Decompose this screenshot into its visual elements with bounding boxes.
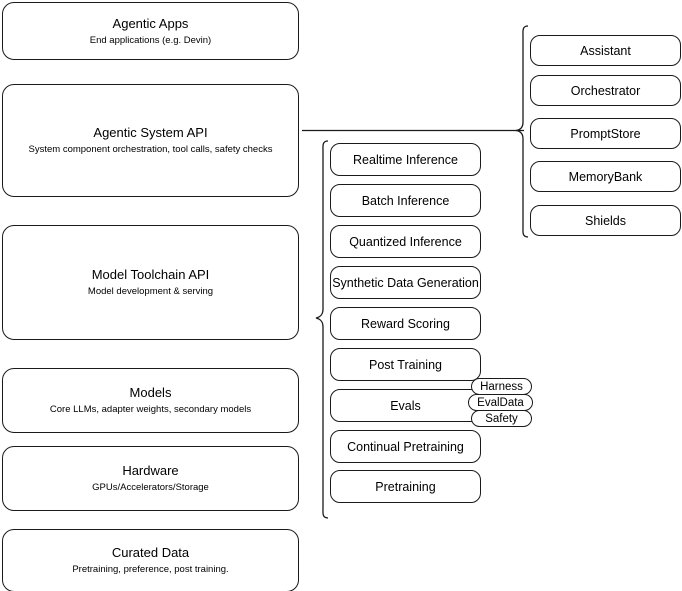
capability-label: Reward Scoring bbox=[361, 316, 450, 331]
system-component-label: PromptStore bbox=[570, 126, 641, 141]
layer-subtitle: System component orchestration, tool cal… bbox=[28, 144, 273, 155]
eval-badge-safety[interactable]: Safety bbox=[471, 410, 532, 427]
capability-label: Batch Inference bbox=[361, 193, 450, 208]
layer-title: Model Toolchain API bbox=[91, 267, 210, 282]
layer-subtitle: Model development & serving bbox=[87, 286, 214, 297]
layer-agentic-apps[interactable]: Agentic Apps End applications (e.g. Devi… bbox=[2, 2, 299, 60]
system-component-label: Assistant bbox=[580, 43, 631, 58]
system-component-assistant[interactable]: Assistant bbox=[530, 35, 681, 66]
system-component-promptstore[interactable]: PromptStore bbox=[530, 118, 681, 149]
capability-label: Post Training bbox=[369, 357, 442, 372]
layer-subtitle: Pretraining, preference, post training. bbox=[72, 564, 229, 575]
capability-label: Synthetic Data Generation bbox=[332, 275, 479, 290]
capability-realtime-inference[interactable]: Realtime Inference bbox=[330, 143, 481, 176]
layer-title: Agentic Apps bbox=[112, 15, 189, 31]
layer-title: Curated Data bbox=[111, 545, 190, 560]
capability-batch-inference[interactable]: Batch Inference bbox=[330, 184, 481, 217]
layer-models[interactable]: Models Core LLMs, adapter weights, secon… bbox=[2, 368, 299, 433]
capability-label: Pretraining bbox=[375, 479, 436, 494]
capability-evals[interactable]: Evals bbox=[330, 389, 481, 422]
layer-hardware[interactable]: Hardware GPUs/Accelerators/Storage bbox=[2, 446, 299, 511]
layer-subtitle: End applications (e.g. Devin) bbox=[89, 34, 212, 46]
capability-label: Realtime Inference bbox=[353, 152, 458, 167]
system-component-orchestrator[interactable]: Orchestrator bbox=[530, 75, 681, 106]
eval-badge-harness[interactable]: Harness bbox=[471, 378, 532, 395]
capability-label: Quantized Inference bbox=[349, 234, 462, 249]
capability-label: Continual Pretraining bbox=[347, 439, 464, 454]
layer-subtitle: Core LLMs, adapter weights, secondary mo… bbox=[49, 404, 252, 415]
layer-title: Hardware bbox=[122, 463, 179, 478]
capability-label: Evals bbox=[390, 398, 421, 413]
system-component-memorybank[interactable]: MemoryBank bbox=[530, 161, 681, 192]
eval-badge-evaldata[interactable]: EvalData bbox=[468, 394, 533, 411]
layer-curated-data[interactable]: Curated Data Pretraining, preference, po… bbox=[2, 529, 299, 591]
capability-post-training[interactable]: Post Training bbox=[330, 348, 481, 381]
capability-reward-scoring[interactable]: Reward Scoring bbox=[330, 307, 481, 340]
capability-continual-pretraining[interactable]: Continual Pretraining bbox=[330, 430, 481, 463]
system-component-label: MemoryBank bbox=[568, 169, 643, 184]
capability-pretraining[interactable]: Pretraining bbox=[330, 470, 481, 503]
layer-agentic-system-api[interactable]: Agentic System API System component orch… bbox=[2, 84, 299, 197]
layer-title: Models bbox=[129, 385, 172, 400]
capability-synthetic-data-generation[interactable]: Synthetic Data Generation bbox=[330, 266, 481, 299]
system-component-label: Orchestrator bbox=[570, 83, 641, 98]
capability-quantized-inference[interactable]: Quantized Inference bbox=[330, 225, 481, 258]
brace-system-components bbox=[515, 25, 529, 238]
layer-subtitle: GPUs/Accelerators/Storage bbox=[92, 482, 209, 493]
layer-title: Agentic System API bbox=[93, 125, 208, 140]
system-component-shields[interactable]: Shields bbox=[530, 205, 681, 236]
layer-model-toolchain-api[interactable]: Model Toolchain API Model development & … bbox=[2, 225, 299, 340]
brace-toolchain-capabilities bbox=[315, 140, 329, 519]
system-component-label: Shields bbox=[585, 213, 626, 228]
